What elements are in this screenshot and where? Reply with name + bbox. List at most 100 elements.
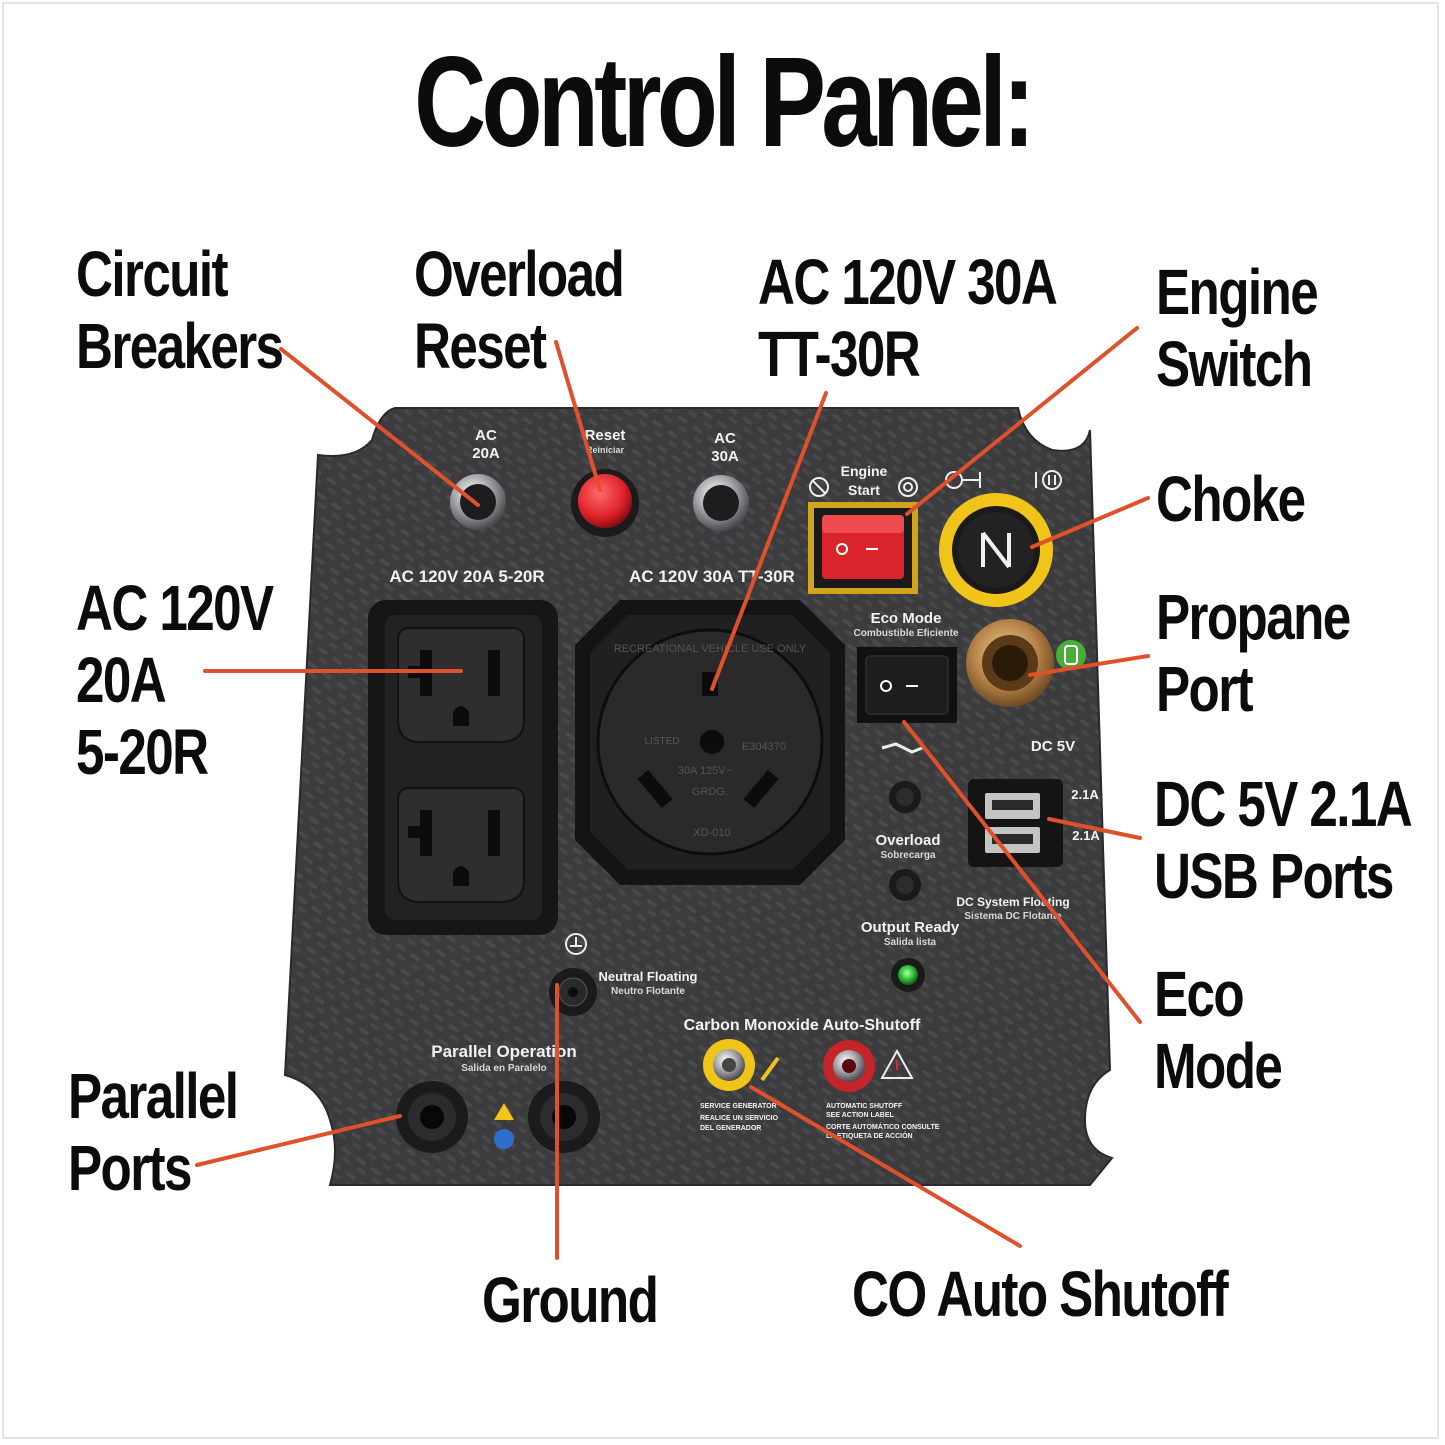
output-ready-led <box>891 958 925 992</box>
co-alert-icon <box>880 1048 914 1079</box>
propane-tank-icon <box>1056 640 1086 670</box>
outlet-30a-label: AC 120V 30A TT-30R <box>629 567 795 586</box>
callout-co-line-1: CO Auto Shutoff <box>852 1258 1229 1330</box>
outlet-5-20r[interactable] <box>368 600 558 935</box>
callout-ground-line-1: Ground <box>482 1264 659 1336</box>
neutral-floating-label: Neutral Floating <box>599 969 698 984</box>
leader-propane <box>1028 654 1150 677</box>
leader-eco <box>902 720 1142 1024</box>
outlet-30a-rating: 30A 125V~ <box>678 765 732 777</box>
callout-ac20: AC 120V 20A 5-20R <box>76 572 274 788</box>
leader-overload-reset <box>554 340 602 492</box>
overload-sub-label: Sobrecarga <box>880 850 935 861</box>
oil-warning-icon <box>881 742 923 754</box>
callout-engine-switch-line-1: Engine <box>1156 256 1319 328</box>
auto-shutoff-2: SEE ACTION LABEL <box>826 1112 895 1119</box>
parallel-port-right[interactable] <box>528 1081 600 1153</box>
breaker-20a-label-2: 20A <box>472 445 500 462</box>
callout-ac20-line-3: 5-20R <box>76 716 209 788</box>
breaker-30a-label-1: AC <box>714 430 736 447</box>
callout-propane-line-2: Port <box>1156 653 1254 725</box>
callout-usb-line-2: USB Ports <box>1154 840 1394 912</box>
leader-usb <box>1047 817 1142 840</box>
co-shutoff-led <box>823 1040 875 1092</box>
leader-lines <box>195 326 1150 1260</box>
reset-sub-label: Reiniciar <box>586 445 625 455</box>
callout-propane: Propane Port <box>1156 581 1351 725</box>
callout-circuit-breakers-line-1: Circuit <box>76 238 229 310</box>
breaker-20a-label-1: AC <box>475 427 497 444</box>
engine-switch[interactable] <box>808 502 918 594</box>
engine-start-label-2: Start <box>848 482 880 498</box>
outlet-tt-30r[interactable] <box>575 600 845 885</box>
overload-label: Overload <box>875 832 940 849</box>
outlet-20a-label: AC 120V 20A 5-20R <box>389 567 544 586</box>
callout-eco-line-1: Eco <box>1154 958 1245 1030</box>
callout-parallel-line-1: Parallel <box>68 1060 239 1132</box>
overload-reset-button[interactable] <box>571 469 639 537</box>
choke-closed-icon <box>945 471 981 489</box>
parallel-port-left[interactable] <box>396 1081 468 1153</box>
warning-icon <box>494 1103 514 1120</box>
callout-engine-switch: Engine Switch <box>1156 256 1319 400</box>
parallel-operation-sub-label: Salida en Paralelo <box>461 1063 547 1074</box>
eco-mode-switch[interactable] <box>857 647 957 723</box>
usb-top-rating: 2.1A <box>1071 787 1099 802</box>
ground-icon <box>565 933 587 955</box>
parallel-operation-label: Parallel Operation <box>431 1042 577 1061</box>
callout-ac30: AC 120V 30A TT-30R <box>758 246 1058 390</box>
leader-co <box>749 1085 1022 1248</box>
co-shutoff-label: Carbon Monoxide Auto-Shutoff <box>684 1017 921 1034</box>
callout-parallel-line-2: Ports <box>68 1132 192 1204</box>
output-ready-label: Output Ready <box>861 919 960 936</box>
usb-ports[interactable] <box>968 779 1063 867</box>
neutral-floating-sub-label: Neutro Flotante <box>611 986 685 997</box>
service-generator-2: REALICE UN SERVICIO <box>700 1115 779 1122</box>
callout-engine-switch-line-2: Switch <box>1156 328 1313 400</box>
eco-mode-sub-label: Combustible Eficiente <box>853 628 958 639</box>
callout-choke-line-1: Choke <box>1156 463 1306 535</box>
callout-propane-line-1: Propane <box>1156 581 1351 653</box>
callout-circuit-breakers-line-2: Breakers <box>76 310 284 382</box>
callout-ac30-line-1: AC 120V 30A <box>758 246 1058 318</box>
outlet-30a-grdg: GRDG. <box>692 786 728 798</box>
auto-shutoff-3: CORTE AUTOMÁTICO CONSULTE <box>826 1122 940 1131</box>
engine-off-icon <box>809 477 829 497</box>
service-generator-1: SERVICE GENERATOR <box>700 1103 777 1110</box>
callout-usb: DC 5V 2.1A USB Ports <box>1154 768 1413 912</box>
callout-ac20-line-1: AC 120V <box>76 572 274 644</box>
engine-start-label-1: Engine <box>841 463 888 479</box>
oil-indicator-led <box>889 781 921 813</box>
engine-on-icon <box>898 477 918 497</box>
breaker-20a[interactable] <box>450 474 506 530</box>
leader-choke <box>1030 496 1150 549</box>
callout-overload-reset-line-1: Overload <box>414 238 625 310</box>
outlet-30a-model: XD-010 <box>693 827 730 839</box>
choke-knob[interactable] <box>939 493 1053 607</box>
callout-ac20-line-2: 20A <box>76 644 167 716</box>
dc-floating-label: DC System Floating <box>956 895 1069 909</box>
callout-parallel: Parallel Ports <box>68 1060 239 1204</box>
ground-terminal[interactable] <box>549 968 597 1016</box>
choke-open-icon <box>1035 470 1062 490</box>
callout-choke: Choke <box>1156 463 1306 535</box>
auto-shutoff-1: AUTOMATIC SHUTOFF <box>826 1103 903 1110</box>
leader-ac30 <box>710 391 828 691</box>
callout-usb-line-1: DC 5V 2.1A <box>1154 768 1413 840</box>
breaker-30a[interactable] <box>693 475 749 531</box>
reset-label: Reset <box>585 427 626 444</box>
leader-circuit-breakers <box>279 347 480 507</box>
outlet-30a-listed: LISTED <box>644 736 679 747</box>
overload-indicator-led <box>889 869 921 901</box>
co-service-led <box>703 1039 755 1091</box>
page-title: Control Panel: <box>414 31 1035 174</box>
leader-parallel <box>195 1114 402 1167</box>
callout-eco: Eco Mode <box>1154 958 1283 1102</box>
callout-ac30-line-2: TT-30R <box>758 318 921 390</box>
eco-mode-label: Eco Mode <box>871 610 942 627</box>
propane-port[interactable] <box>966 619 1054 707</box>
dc-5v-label: DC 5V <box>1031 738 1075 755</box>
service-generator-3: DEL GENERADOR <box>700 1125 761 1132</box>
